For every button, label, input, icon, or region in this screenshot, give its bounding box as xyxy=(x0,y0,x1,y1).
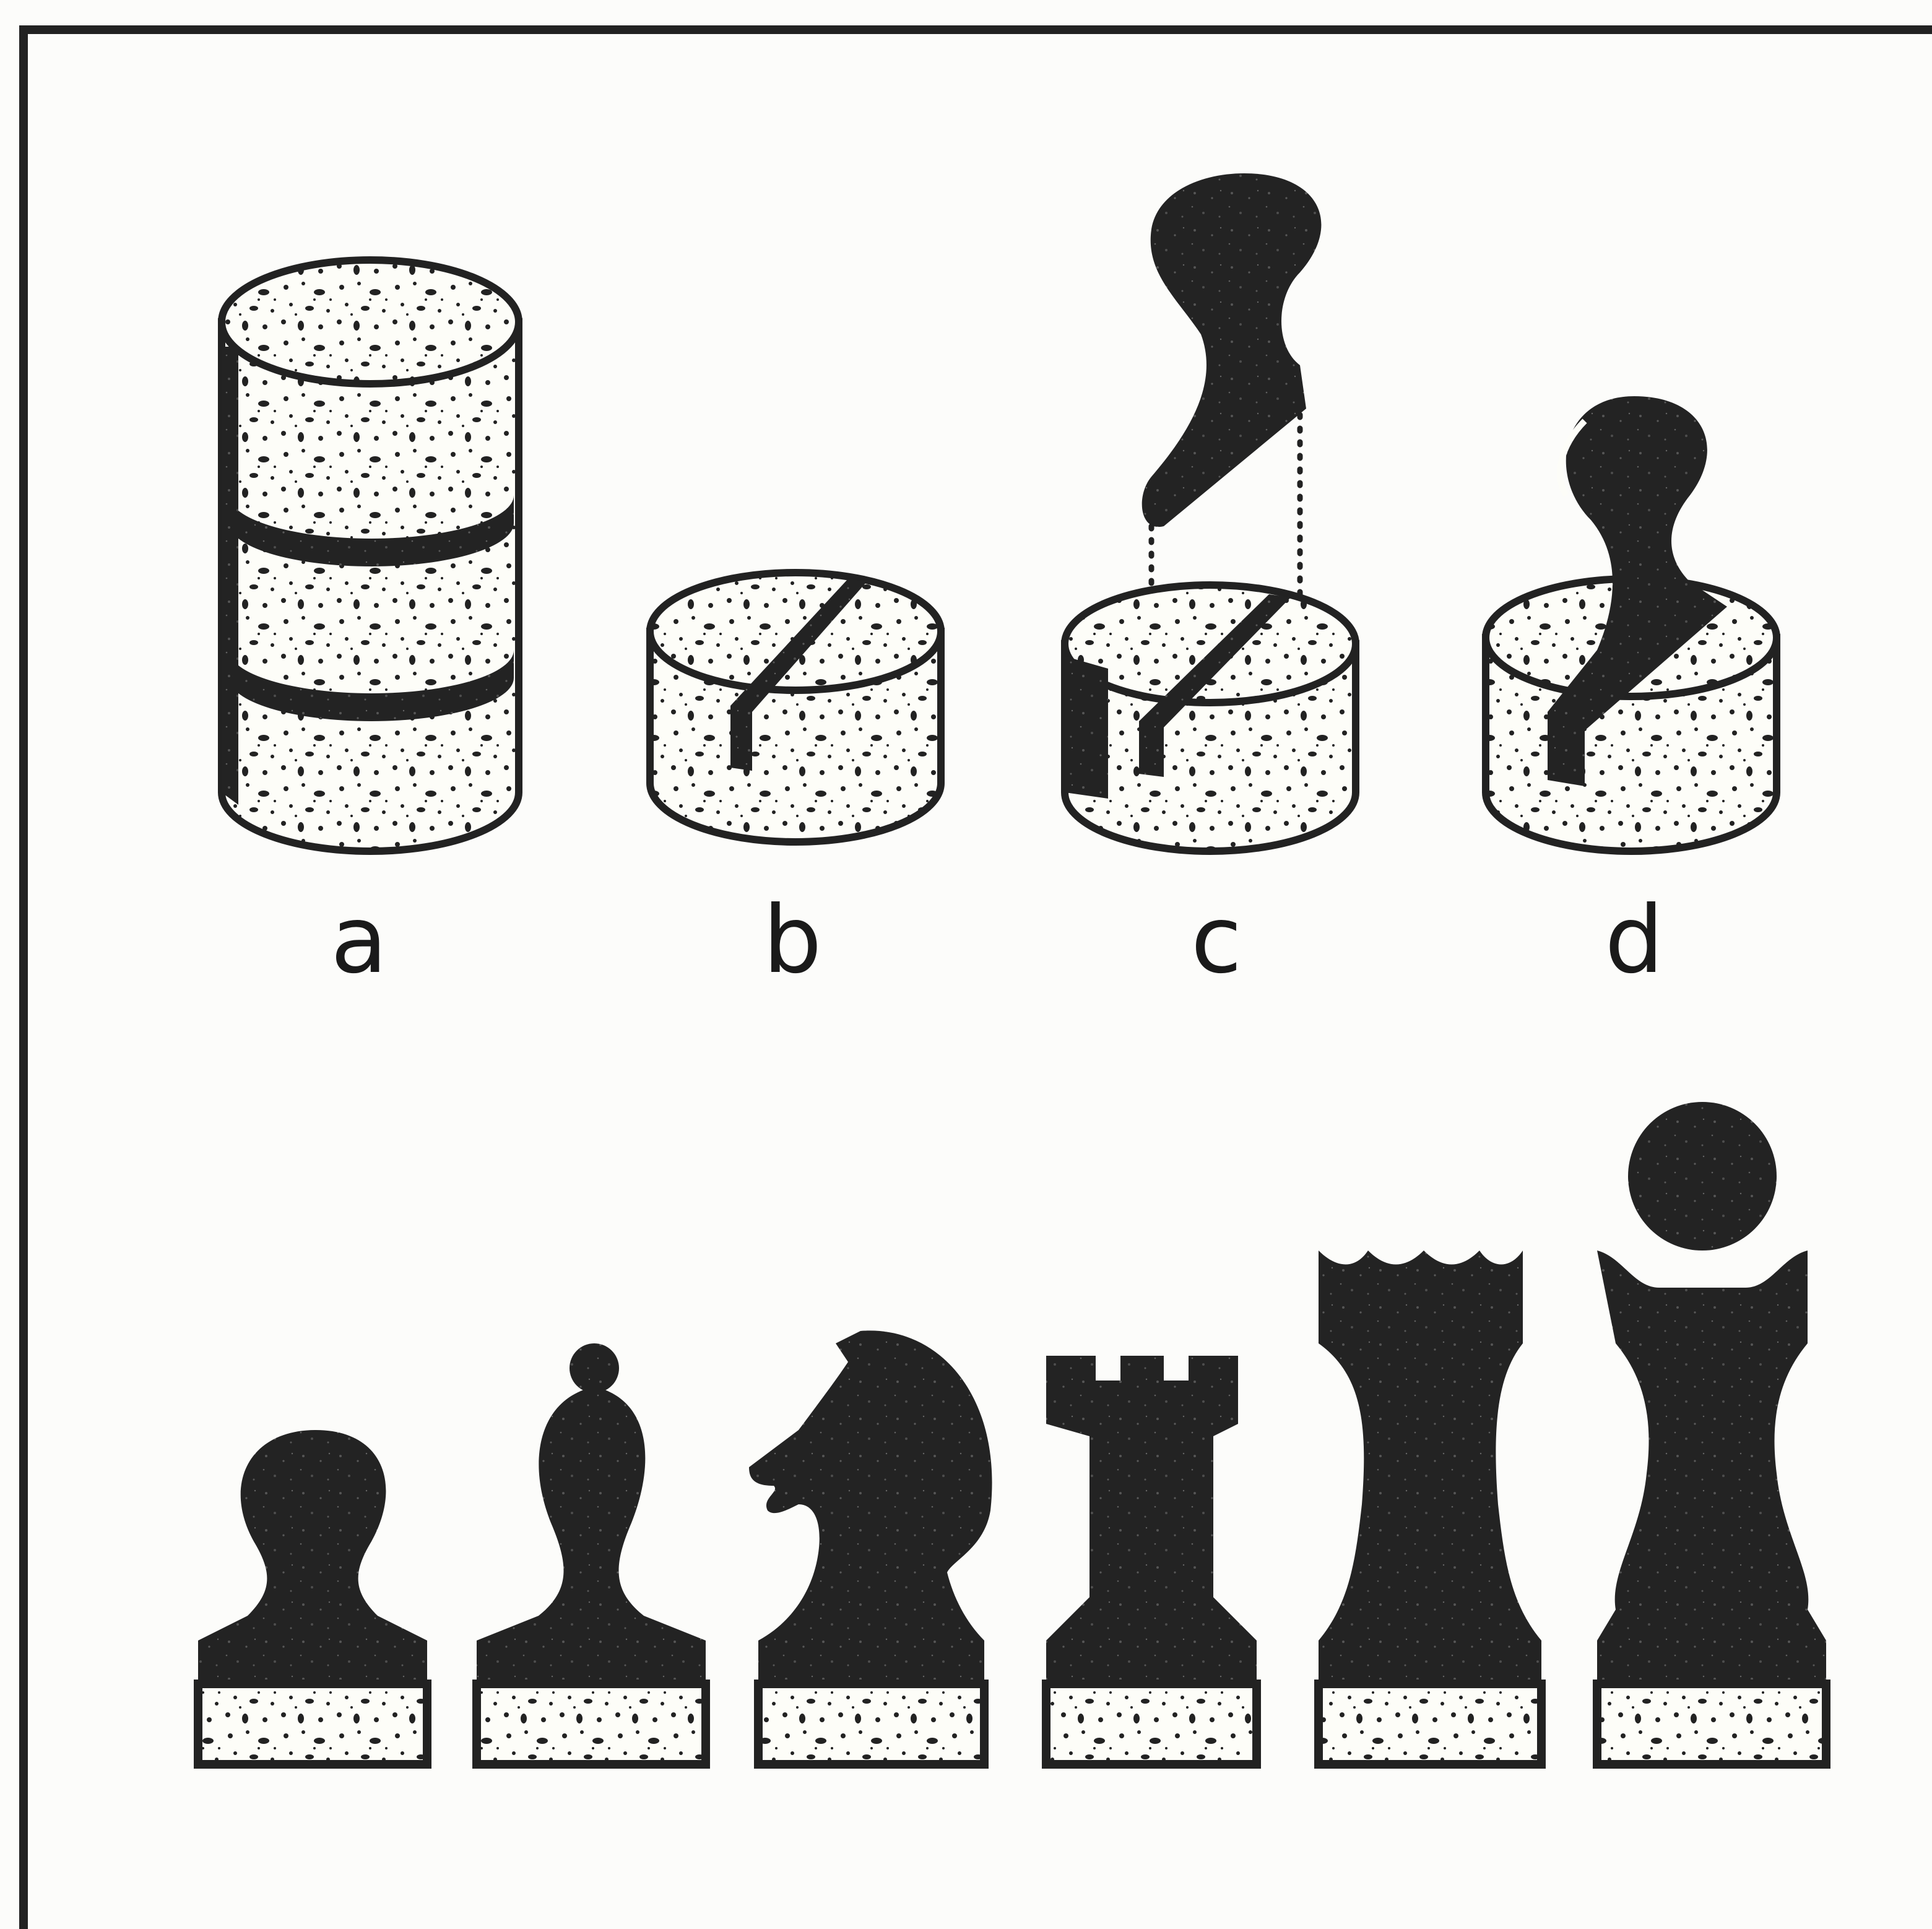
queen-piece xyxy=(1319,1251,1541,1764)
label-d: d xyxy=(1605,886,1663,994)
rook-piece xyxy=(1046,1356,1257,1764)
bishop-piece xyxy=(477,1343,706,1764)
assembly-c xyxy=(1065,173,1356,851)
label-b: b xyxy=(763,886,821,994)
knight-piece xyxy=(749,1330,992,1764)
pawn-piece xyxy=(198,1430,427,1764)
king-piece xyxy=(1597,1102,1826,1764)
slotted-disc-b xyxy=(650,573,941,842)
label-c: c xyxy=(1191,886,1242,994)
cork-stack-a xyxy=(222,260,519,851)
assembled-piece-d xyxy=(1486,396,1777,851)
label-a: a xyxy=(331,886,388,994)
